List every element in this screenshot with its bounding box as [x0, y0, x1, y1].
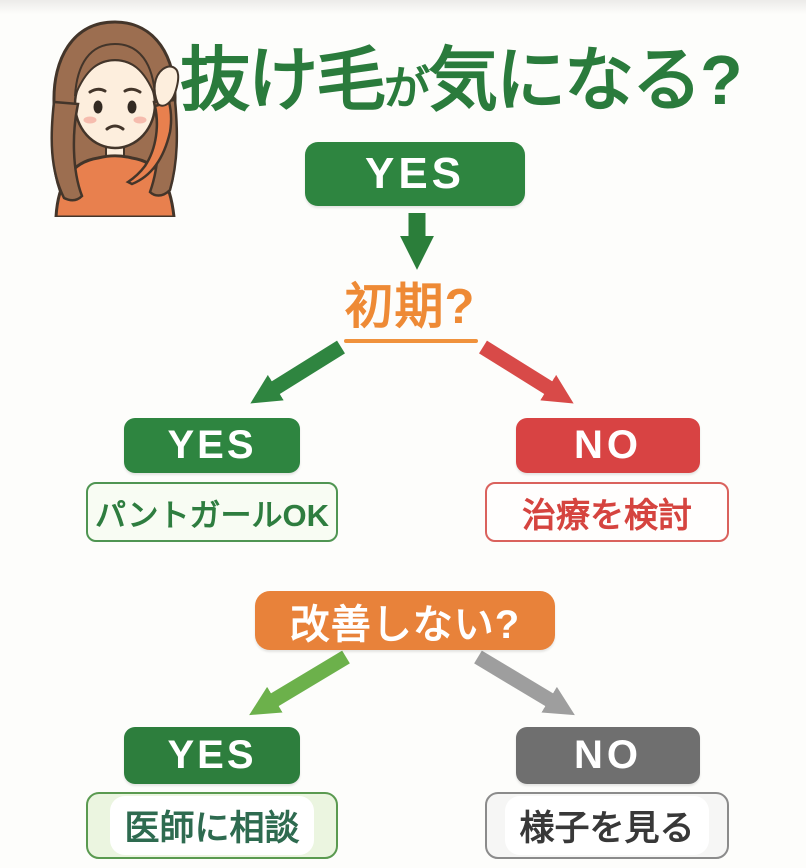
root-yes-badge: YES [305, 142, 525, 206]
branch2-right-gray-arrow-icon [474, 650, 575, 716]
worried-woman-illustration [50, 20, 180, 217]
title-part-main1: 抜け毛 [180, 41, 386, 119]
branch1-no-badge: NO [516, 418, 700, 473]
branch1-right-red-arrow-icon [479, 340, 574, 404]
result-consult-doctor-box: 医師に相談 [86, 792, 338, 859]
result-consider-treatment: 治療を検討 [485, 482, 729, 542]
raised-arm [125, 100, 173, 186]
hand [153, 65, 180, 107]
question-no-improvement-badge: 改善しない? [255, 591, 555, 650]
title-part-main2: 気になる? [428, 41, 743, 119]
branch2-no-badge: NO [516, 727, 700, 784]
blush-right [133, 116, 147, 124]
branch2-yes-badge: YES [124, 727, 300, 784]
top-edge-shade [0, 0, 806, 14]
bangs [74, 42, 156, 97]
frown-mouth [105, 124, 125, 131]
eyebrow-left [88, 87, 107, 94]
hair-left [50, 100, 84, 202]
eye-left [93, 100, 103, 114]
result-wait-and-see: 様子を見る [505, 796, 709, 855]
result-consult-doctor: 医師に相談 [110, 796, 314, 855]
eye-right [127, 100, 137, 114]
branch1-yes-badge: YES [124, 418, 300, 473]
branch1-left-green-arrow-icon [250, 340, 345, 404]
page-title: 抜け毛 が 気になる? [180, 24, 743, 128]
eyebrow-right [123, 87, 142, 94]
title-part-small: が [384, 62, 430, 114]
branch2-left-light-green-arrow-icon [249, 650, 350, 716]
blush-left [83, 116, 97, 124]
result-pantogar-ok: パントガールOK [86, 482, 338, 542]
result-wait-and-see-box: 様子を見る [485, 792, 729, 859]
question-initial-stage: 初期? [344, 279, 476, 334]
